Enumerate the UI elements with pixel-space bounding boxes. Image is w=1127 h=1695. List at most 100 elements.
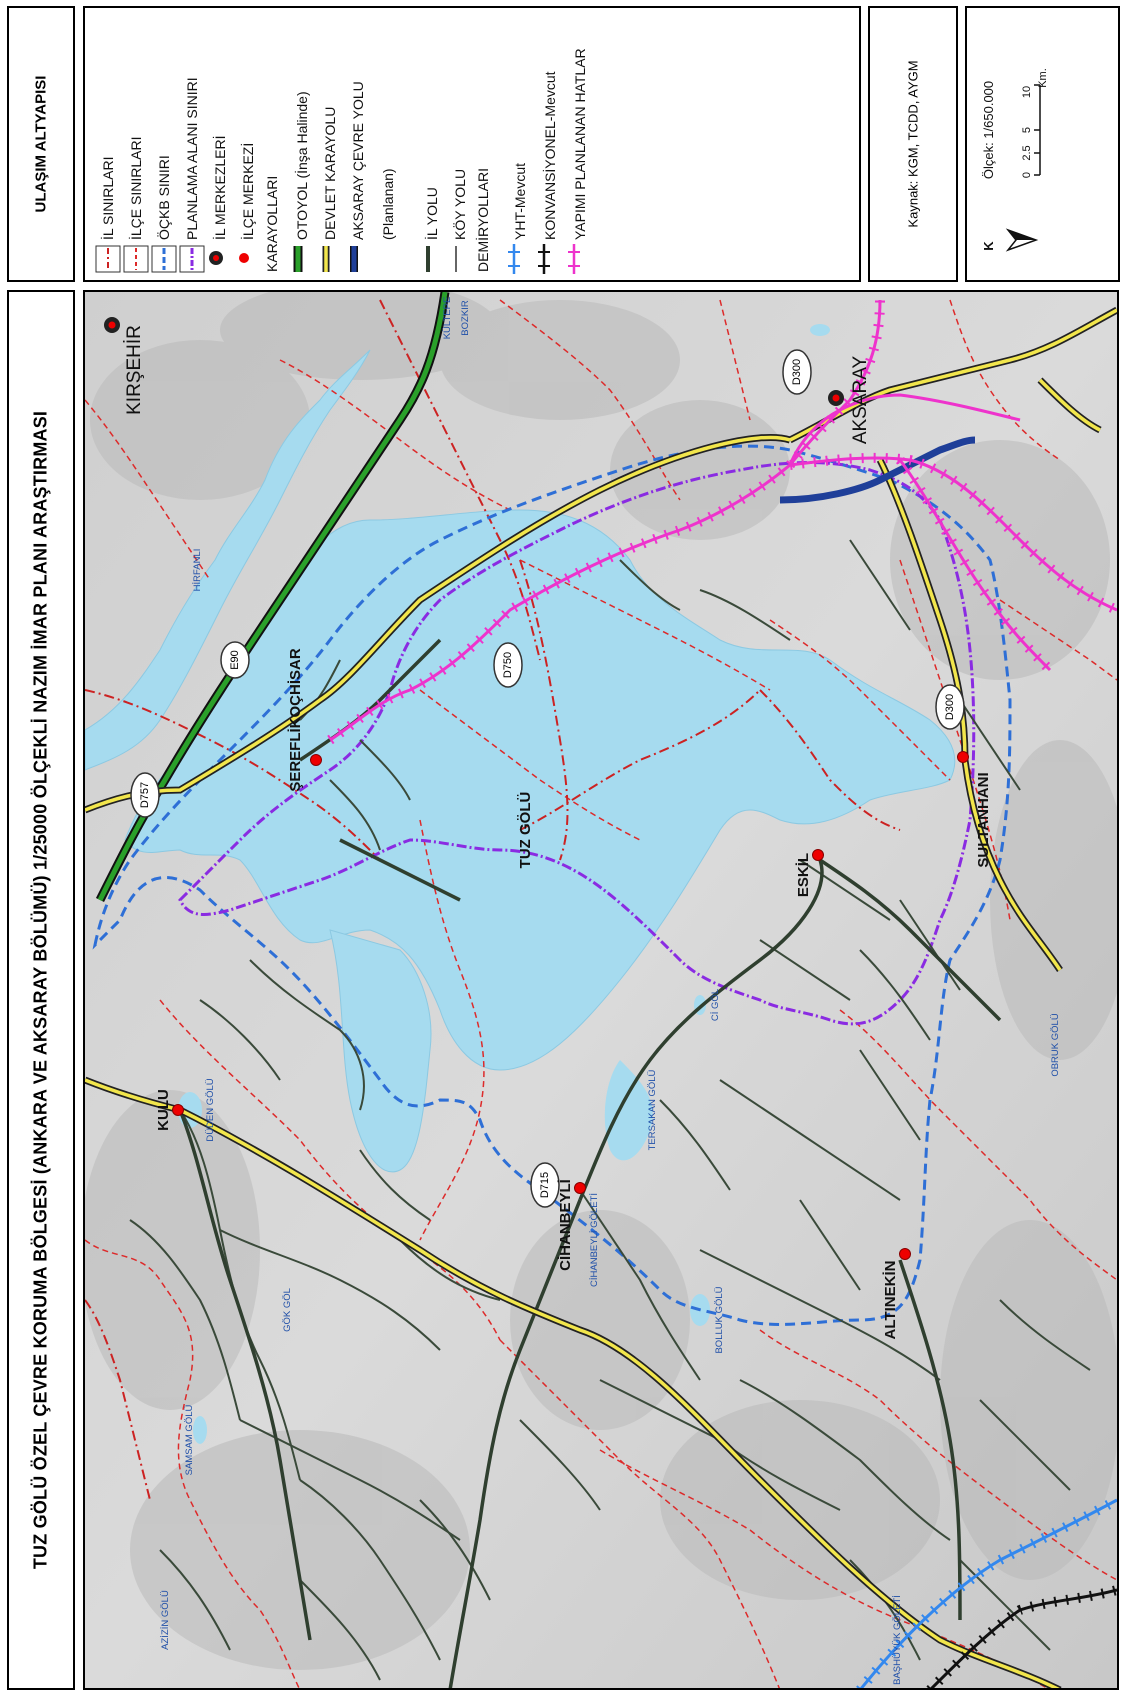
legend-label: İL SINIRLARI xyxy=(99,156,116,240)
label-tersakan-golu: TERSAKAN GÖLÜ xyxy=(647,1069,658,1150)
kulu-marker xyxy=(172,1104,184,1116)
svg-text:D750: D750 xyxy=(502,652,514,678)
legend-item-konv: KONVANSİYONEL-Mevcut xyxy=(538,71,558,274)
source-frame: Kaynak: KGM, TCDD, AYGM xyxy=(868,6,958,282)
label-duden-golu: DÜDEN GÖLÜ xyxy=(205,1078,216,1141)
aksaray-marker-dot xyxy=(832,394,840,402)
ockb-boundary xyxy=(92,444,1012,1326)
label-bashuyuk-goleti: BAŞHÜYÜK GÖLETİ xyxy=(892,1595,903,1685)
label-aksaray: AKSARAY xyxy=(850,356,871,445)
label-hirfanli: HİRFANLI xyxy=(192,549,203,592)
legend-label: OTOYOL (İnşa Halinde) xyxy=(293,91,310,240)
city-markers xyxy=(104,317,969,1260)
shield-d757: D757 xyxy=(130,772,160,818)
yht-rail xyxy=(859,1498,1117,1688)
label-bolluk-golu: BOLLUK GÖLÜ xyxy=(714,1286,725,1353)
svg-text:D300: D300 xyxy=(944,694,956,720)
road-shields: D757 E90 D750 D300 D300 D715 xyxy=(130,349,965,1208)
legend-title-frame: ULAŞIM ALTYAPISI xyxy=(7,6,75,282)
legend: İL SINIRLARI İLÇE SINIRLARI ÖÇKB SINIRI … xyxy=(95,48,588,274)
legend-label: İLÇE SINIRLARI xyxy=(127,137,144,240)
legend-item-planlanan: YAPIMI PLANLANAN HATLAR xyxy=(568,48,588,274)
kirsehir-marker-dot xyxy=(108,321,116,329)
label-samsam-golu: SAMSAM GÖLÜ xyxy=(184,1405,195,1476)
svg-text:E90: E90 xyxy=(229,650,241,670)
city-labels: KIRŞEHİR AKSARAY ŞEREFLİKOÇHİSAR KULU Cİ… xyxy=(124,325,992,1339)
legend-item-il-merkezi: İL MERKEZLERİ xyxy=(209,135,228,265)
il-roads xyxy=(178,638,1002,1688)
legend-item-koy-yolu: KÖY YOLU xyxy=(451,169,468,272)
scale-unit: Km. xyxy=(1037,68,1049,88)
sultanhani-marker xyxy=(957,751,969,763)
legend-item-yht: YHT-Mevcut xyxy=(508,163,528,274)
legend-item-ilce-siniri: İLÇE SINIRLARI xyxy=(123,137,149,273)
scale-block: K Ölçek: 1/650.000 0 2.5 5 10 Km. xyxy=(981,68,1049,252)
legend-label: İLÇE MERKEZİ xyxy=(239,143,256,240)
shield-d715: D715 xyxy=(530,1162,560,1208)
legend-group-demiryollari: DEMİRYOLLARI xyxy=(474,168,491,272)
state-roads xyxy=(85,306,1117,1688)
legend-planlanan-note: (Planlanan) xyxy=(380,168,396,240)
tersakan-golu xyxy=(604,1060,653,1161)
map-content: D757 E90 D750 D300 D300 D715 xyxy=(85,292,1117,1688)
legend-label: PLANLAMA ALANI SINIRI xyxy=(184,77,200,240)
label-obruk-golu: OBRUK GÖLÜ xyxy=(1050,1013,1061,1076)
label-tuz-golu: TUZ GÖLÜ xyxy=(517,792,534,869)
tuz-golu-lobe xyxy=(329,929,432,1173)
legend-label: YAPIMI PLANLANAN HATLAR xyxy=(572,48,588,240)
label-kulu: KULU xyxy=(155,1089,172,1131)
legend-frame xyxy=(83,6,861,282)
scale-frame xyxy=(965,6,1120,282)
legend-label: KÖY YOLU xyxy=(451,169,468,240)
label-azizin-golu: AZİZİN GÖLÜ xyxy=(160,1590,171,1650)
title-frame: TUZ GÖLÜ ÖZEL ÇEVRE KORUMA BÖLGESİ (ANKA… xyxy=(7,290,75,1690)
scale-label: Ölçek: 1/650.000 xyxy=(981,81,996,179)
kultepe-pond xyxy=(810,324,830,336)
label-eskil: ESKİL xyxy=(795,853,812,897)
shield-d750: D750 xyxy=(493,642,523,688)
cihanbeyli-marker xyxy=(574,1182,586,1194)
legend-label: AKSARAY ÇEVRE YOLU xyxy=(350,81,366,240)
legend-label: İL MERKEZLERİ xyxy=(211,135,228,240)
north-label: K xyxy=(981,241,996,251)
label-cihanbeyli-goleti: CİHANBEYLİ GÖLETİ xyxy=(589,1193,600,1287)
svg-text:D715: D715 xyxy=(539,1172,551,1198)
altinekin-marker xyxy=(899,1248,911,1260)
legend-label: İL YOLU xyxy=(423,187,440,240)
scale-tick-0: 0 xyxy=(1021,172,1033,178)
scale-tick-3: 10 xyxy=(1021,86,1033,98)
water-labels: HİRFANLI DÜDEN GÖLÜ SAMSAM GÖLÜ GÖK GÖL … xyxy=(160,297,1061,1685)
legend-item-ilce-merkezi: İLÇE MERKEZİ xyxy=(239,143,256,263)
svg-text:D757: D757 xyxy=(139,782,151,808)
label-gok-gol: GÖK GÖL xyxy=(282,1288,293,1332)
scale-tick-1: 2.5 xyxy=(1021,145,1033,160)
tuz-golu-lake xyxy=(124,509,956,1071)
shield-e90: E90 xyxy=(220,641,250,679)
label-kirsehir: KIRŞEHİR xyxy=(124,325,145,415)
label-altinekin: ALTINEKİN xyxy=(882,1261,899,1340)
legend-item-devlet: DEVLET KARAYOLU xyxy=(322,107,338,272)
legend-item-cevre-yolu: AKSARAY ÇEVRE YOLU xyxy=(350,81,366,272)
legend-label: DEVLET KARAYOLU xyxy=(322,107,338,240)
legend-label: KONVANSİYONEL-Mevcut xyxy=(541,71,558,240)
scale-tick-2: 5 xyxy=(1021,127,1033,133)
legend-item-il-yolu: İL YOLU xyxy=(423,187,440,272)
shield-d300-north: D300 xyxy=(782,349,812,395)
eskil-marker xyxy=(812,849,824,861)
legend-group-karayollari: KARAYOLLARI xyxy=(264,176,280,272)
label-sereflikochisar: ŞEREFLİKOÇHİSAR xyxy=(287,648,304,792)
hirfanli-reservoir xyxy=(85,349,371,771)
il-boundaries xyxy=(85,299,901,1501)
svg-text:D300: D300 xyxy=(791,359,803,385)
sereflikochisar-marker xyxy=(310,754,322,766)
aksaray-ring-road xyxy=(779,436,976,504)
legend-label: ÖÇKB SINIRI xyxy=(155,155,172,240)
samsam-golu xyxy=(193,1416,207,1444)
legend-item-il-siniri: İL SINIRLARI xyxy=(95,156,121,273)
legend-item-otoyol: OTOYOL (İnşa Halinde) xyxy=(293,91,310,272)
north-arrow-icon xyxy=(1005,228,1039,252)
planned-rail-ticks xyxy=(327,299,1117,745)
legend-item-ockb-siniri: ÖÇKB SINIRI xyxy=(151,155,177,273)
